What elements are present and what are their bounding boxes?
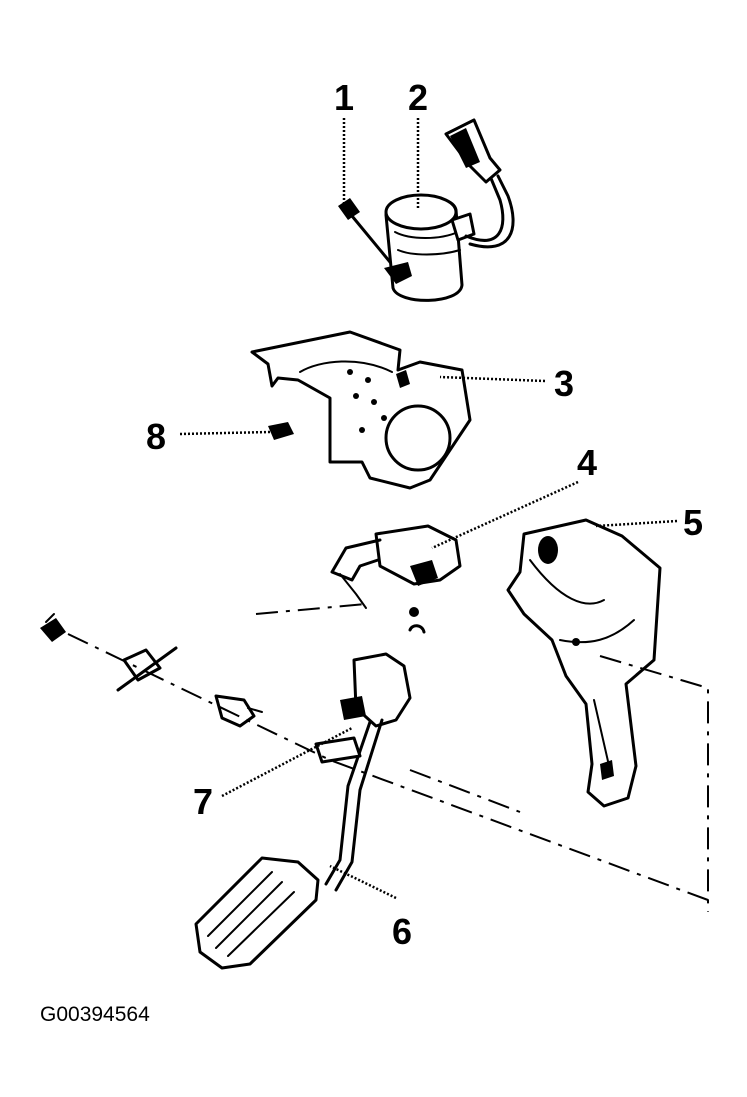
- callout-8: 8: [146, 416, 166, 457]
- part-1-screw: [338, 198, 392, 264]
- part-4-pivot: [330, 524, 462, 634]
- figure-id: G00394564: [40, 1003, 150, 1026]
- callout-7: 7: [193, 781, 213, 822]
- callout-6: 6: [392, 911, 412, 952]
- assembly-lines: [67, 603, 709, 912]
- part-3-bracket: [250, 330, 472, 490]
- callout-2: 2: [408, 77, 428, 118]
- callout-4: 4: [577, 442, 597, 483]
- part-small-hardware: [40, 613, 263, 728]
- part-5-housing: [506, 518, 662, 808]
- part-6-pedal: [194, 652, 412, 970]
- leader-lines: [179, 118, 678, 900]
- callout-5: 5: [683, 502, 703, 543]
- part-2-sensor: [384, 118, 515, 302]
- callout-3: 3: [554, 363, 574, 404]
- callout-1: 1: [334, 77, 354, 118]
- part-8-clip: [268, 422, 294, 440]
